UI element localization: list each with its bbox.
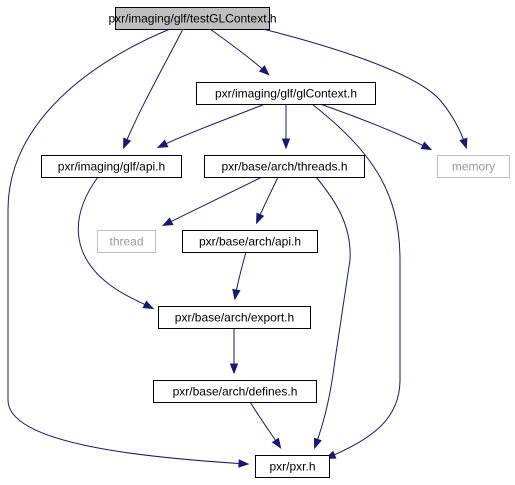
- edge-arrowhead: [256, 212, 265, 225]
- edge-arrowhead: [142, 300, 155, 310]
- node-label: pxr/base/arch/threads.h: [221, 160, 347, 174]
- edge-line: [209, 28, 269, 75]
- edge-glc-to-glfapi: [156, 103, 266, 149]
- node-box[interactable]: [437, 155, 510, 178]
- node-defines[interactable]: pxr/base/arch/defines.h: [153, 380, 317, 403]
- edge-line: [158, 103, 266, 148]
- node-label: pxr/base/arch/api.h: [199, 235, 301, 249]
- edge-arrowhead: [161, 217, 174, 227]
- node-box[interactable]: [196, 82, 376, 105]
- edge-line: [123, 28, 184, 148]
- edge-line: [163, 176, 263, 226]
- edge-arrowhead: [313, 437, 322, 450]
- node-glfapi[interactable]: pxr/imaging/glf/api.h: [41, 155, 182, 178]
- node-box[interactable]: [182, 230, 318, 253]
- node-box[interactable]: [255, 455, 330, 478]
- edge-line: [311, 103, 401, 459]
- node-archapi[interactable]: pxr/base/arch/api.h: [182, 230, 318, 253]
- edge-line: [262, 28, 467, 148]
- node-box[interactable]: [158, 306, 311, 329]
- edge-line: [314, 176, 351, 448]
- edge-arrowhead: [420, 141, 433, 151]
- edge-line: [7, 28, 248, 465]
- edge-line: [77, 176, 153, 309]
- edge-arrowhead: [258, 65, 270, 76]
- node-label: pxr/imaging/glf/testGLContext.h: [108, 12, 276, 26]
- node-label: pxr/base/arch/defines.h: [173, 385, 298, 399]
- edge-arrowhead: [156, 139, 169, 149]
- node-glc[interactable]: pxr/imaging/glf/glContext.h: [196, 82, 376, 105]
- node-thread[interactable]: thread: [97, 230, 156, 253]
- nodes-layer: pxr/imaging/glf/testGLContext.h pxr/imagi…: [41, 7, 510, 478]
- edge-test-to-memory: [262, 28, 468, 150]
- edge-glfapi-to-export: [77, 176, 155, 310]
- node-box[interactable]: [41, 155, 182, 178]
- edge-glc-to-memory: [319, 103, 433, 151]
- node-box[interactable]: [97, 230, 156, 253]
- edge-defines-to-pxr: [249, 401, 282, 449]
- node-label: pxr/pxr.h: [269, 460, 315, 474]
- edge-arrowhead: [229, 363, 239, 375]
- node-box[interactable]: [115, 7, 270, 30]
- edge-arrowhead: [123, 137, 132, 150]
- node-box[interactable]: [153, 380, 317, 403]
- node-pxr[interactable]: pxr/pxr.h: [255, 455, 330, 478]
- edge-test-to-glfapi: [123, 28, 184, 150]
- edge-export-to-defines: [229, 328, 239, 375]
- edge-glc-to-threads: [281, 104, 291, 150]
- edge-arrowhead: [271, 437, 282, 449]
- edge-test-to-pxr: [7, 28, 250, 468]
- node-threads[interactable]: pxr/base/arch/threads.h: [204, 155, 365, 178]
- edge-threads-to-thread: [161, 176, 263, 227]
- node-label: thread: [109, 235, 143, 249]
- edge-line: [319, 103, 431, 150]
- edge-arrowhead: [281, 138, 291, 150]
- edges-layer: [7, 28, 468, 468]
- node-label: memory: [452, 160, 495, 174]
- edge-threads-to-archapi: [256, 176, 279, 225]
- node-export[interactable]: pxr/base/arch/export.h: [158, 306, 311, 329]
- edge-arrowhead: [459, 137, 468, 150]
- node-memory[interactable]: memory: [437, 155, 510, 178]
- edge-threads-to-pxr: [313, 176, 351, 450]
- node-box[interactable]: [204, 155, 365, 178]
- node-test[interactable]: pxr/imaging/glf/testGLContext.h: [108, 7, 277, 30]
- node-label: pxr/imaging/glf/glContext.h: [215, 87, 357, 101]
- edge-test-to-glc: [209, 28, 270, 76]
- edge-archapi-to-export: [232, 251, 247, 301]
- node-label: pxr/base/arch/export.h: [175, 311, 294, 325]
- node-label: pxr/imaging/glf/api.h: [58, 160, 165, 174]
- edge-arrowhead: [238, 459, 250, 468]
- edge-arrowhead: [232, 288, 241, 301]
